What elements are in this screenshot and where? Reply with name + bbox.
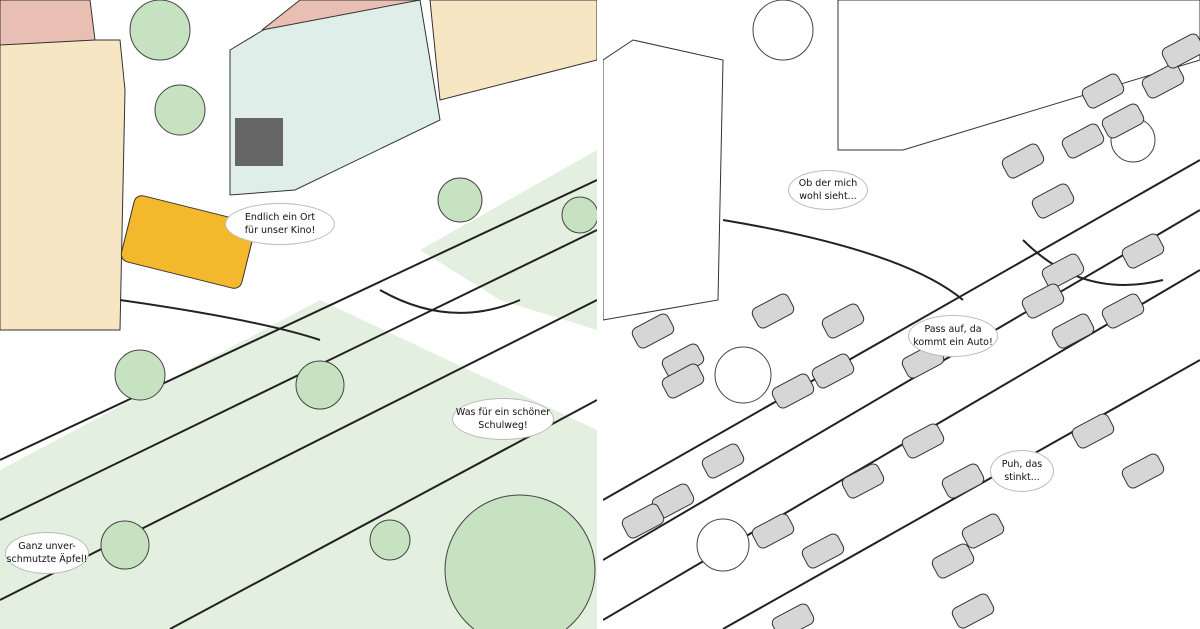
car [1071,413,1115,449]
car [621,503,665,539]
speech-bubble: Pass auf, da kommt ein Auto! [908,315,998,357]
car [931,543,975,579]
left-illustration-car-free: Endlich ein Ort für unser Kino! Was für … [0,0,597,629]
car [901,423,945,459]
car [1121,453,1165,489]
green-area [420,150,597,330]
car [951,593,995,629]
bubble-text: Schulweg! [478,420,528,431]
speech-bubble: Endlich ein Ort für unser Kino! [225,203,335,245]
car [1031,183,1075,219]
car [701,443,745,479]
car [1001,143,1045,179]
car [821,303,865,339]
car [1061,123,1105,159]
car [1051,313,1095,349]
bubble-text: Pass auf, da [924,324,982,335]
car [751,513,795,549]
car [1141,63,1185,99]
roof [261,0,421,31]
building-yellow [0,39,126,331]
right-illustration-car-dominated: Ob der mich wohl sieht... Pass auf, da k… [603,0,1200,629]
bubble-text: kommt ein Auto! [913,337,993,348]
building-top [837,0,1200,151]
car [841,463,885,499]
road-edge [722,219,1164,301]
car-street-drawing [603,0,1200,629]
bus [120,195,256,289]
bubble-text: Ob der mich [798,178,858,189]
car [771,603,815,629]
car [1161,33,1200,69]
bubble-text: für unser Kino! [244,225,316,236]
bubble-text: wohl sieht... [799,191,857,202]
car [1021,283,1065,319]
car [961,513,1005,549]
car [631,313,675,349]
roof [0,0,96,46]
car [1101,103,1145,139]
car [1081,73,1125,109]
bubble-text: Endlich ein Ort [244,212,316,223]
road-lines [603,159,1200,629]
bubble-text: Puh, das [1001,459,1043,470]
car [771,373,815,409]
speech-bubble: Ob der mich wohl sieht... [788,170,868,210]
bubble-text: Was für ein schöner [455,407,551,418]
car [1041,253,1085,289]
car [1101,293,1145,329]
road-edge [119,289,521,341]
car [661,363,705,399]
speech-bubble: Puh, das stinkt... [990,450,1054,492]
trees [696,0,1156,572]
car-free-street-drawing [0,0,597,629]
speech-bubble: Ganz unver- schmutzte Äpfel! [5,532,89,574]
building-row [429,0,597,101]
car [811,353,855,389]
cinema-screen [235,118,283,166]
car [801,533,845,569]
car [941,463,985,499]
bubble-text: Ganz unver- [18,541,76,552]
car [751,293,795,329]
bubble-text: schmutzte Äpfel! [6,554,88,565]
trees [100,0,597,629]
building-left [603,39,724,321]
panel-divider [597,0,603,629]
car [1121,233,1165,269]
bubble-text: stinkt... [1004,472,1040,483]
speech-bubble: Was für ein schöner Schulweg! [452,398,554,440]
